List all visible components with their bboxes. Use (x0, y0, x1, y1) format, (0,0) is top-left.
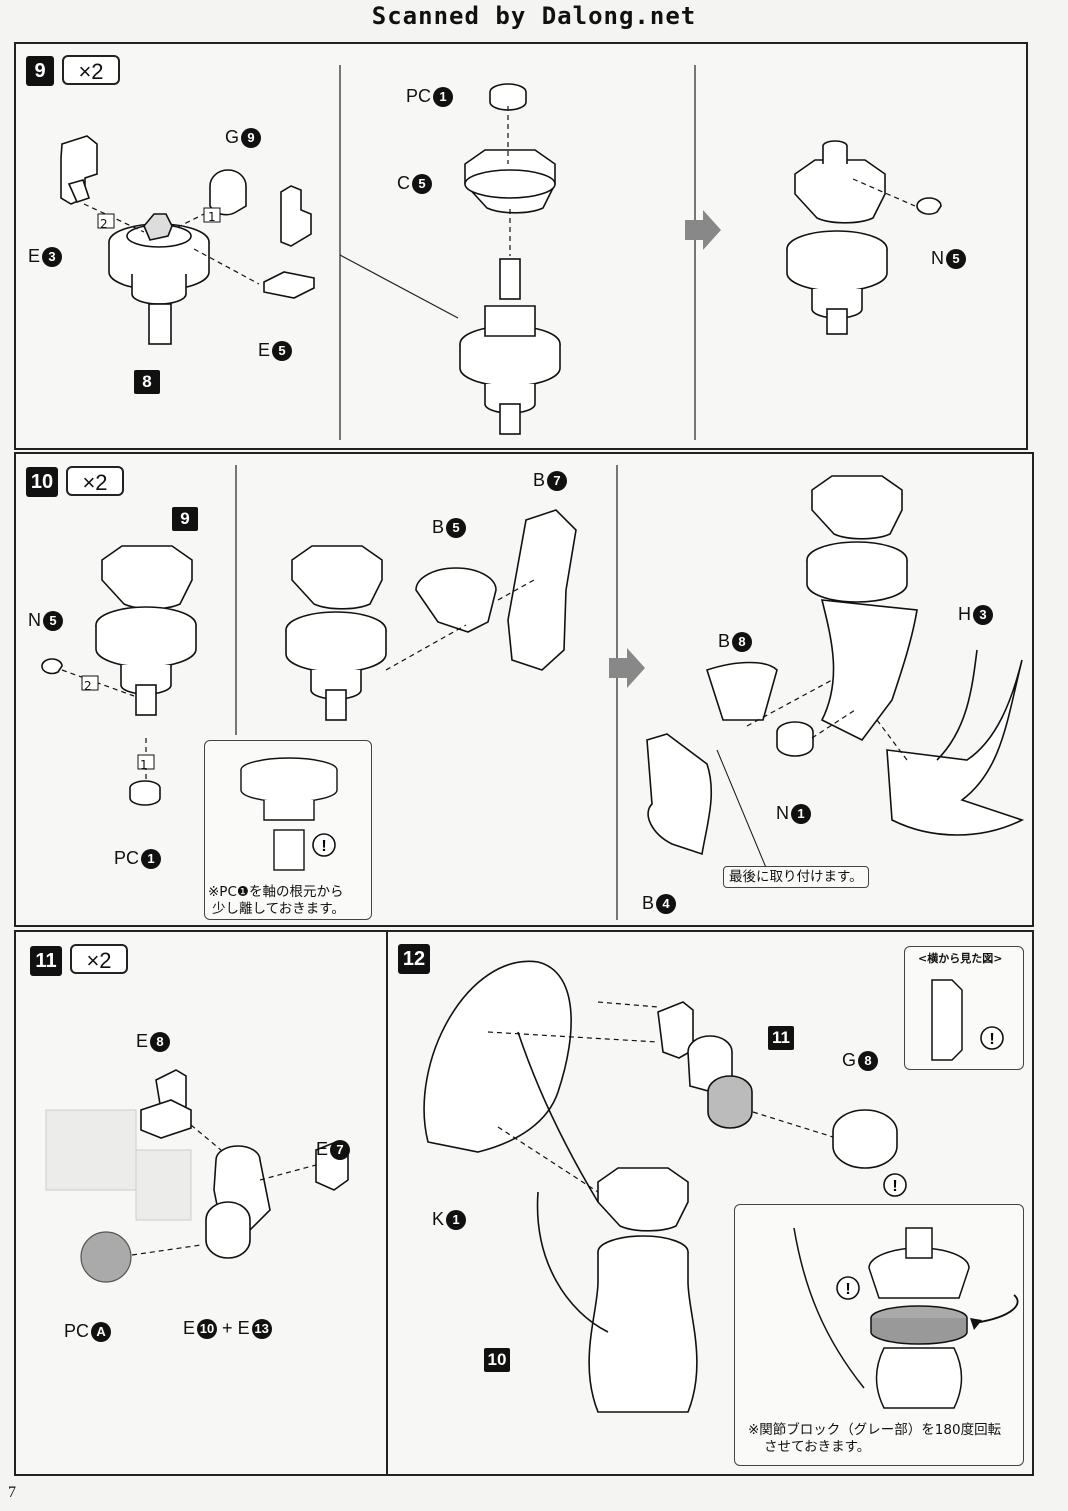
ref-tag-10: 10 (484, 1348, 510, 1372)
page-number: 7 (8, 1484, 16, 1501)
side-view-box (904, 946, 1024, 1070)
ref-tag-11: 11 (768, 1026, 794, 1050)
side-view-illustration: ! (931, 979, 1004, 1061)
detail-callout-illustration: ! (240, 757, 338, 871)
step-9-multiplier: ×2 (62, 55, 120, 85)
step-11-arm-illustration (45, 1069, 349, 1283)
step-11-number: 11 (30, 946, 62, 976)
step-10-number: 10 (26, 467, 58, 497)
svg-text:!: ! (321, 838, 326, 855)
seq-1: 1 (208, 210, 216, 224)
step-10-armor-illustration (285, 509, 577, 721)
step-12-assembly-illustration: ! (423, 960, 907, 1413)
svg-text:!: ! (845, 1281, 850, 1298)
rotation-note-line2: させておきます。 (764, 1439, 871, 1455)
step-10-result-illustration (609, 475, 1025, 871)
rotation-detail-illustration: ! (793, 1227, 1019, 1409)
svg-text:!: ! (892, 1178, 897, 1195)
step-9-shaft-illustration (459, 83, 561, 435)
detail-note-line1: ※PC❶を軸の根元から (208, 884, 344, 900)
step-10-joint-illustration (41, 545, 197, 806)
seq-1: 1 (140, 758, 148, 772)
ref-tag-9: 9 (172, 507, 198, 531)
detail-note-line2: 少し離しておきます。 (212, 901, 345, 917)
svg-text:!: ! (989, 1031, 994, 1048)
scan-watermark: Scanned by Dalong.net (371, 2, 697, 30)
step-10-multiplier: ×2 (66, 466, 124, 496)
ref-tag-8: 8 (134, 370, 160, 394)
rotation-note-line1: ※関節ブロック（グレー部）を180度回転 (748, 1422, 1002, 1438)
attach-last-note: 最後に取り付けます。 (723, 866, 869, 888)
step-9-number: 9 (26, 56, 54, 86)
step-9-joint-illustration (60, 135, 315, 345)
seq-2: 2 (84, 679, 92, 693)
step-11-multiplier: ×2 (70, 944, 128, 974)
step-9-result-illustration (685, 140, 942, 335)
step-12-number: 12 (398, 944, 430, 974)
seq-2: 2 (100, 217, 108, 231)
side-view-title: <横から見た図> (918, 952, 1003, 965)
step-11-panel (14, 930, 388, 1476)
